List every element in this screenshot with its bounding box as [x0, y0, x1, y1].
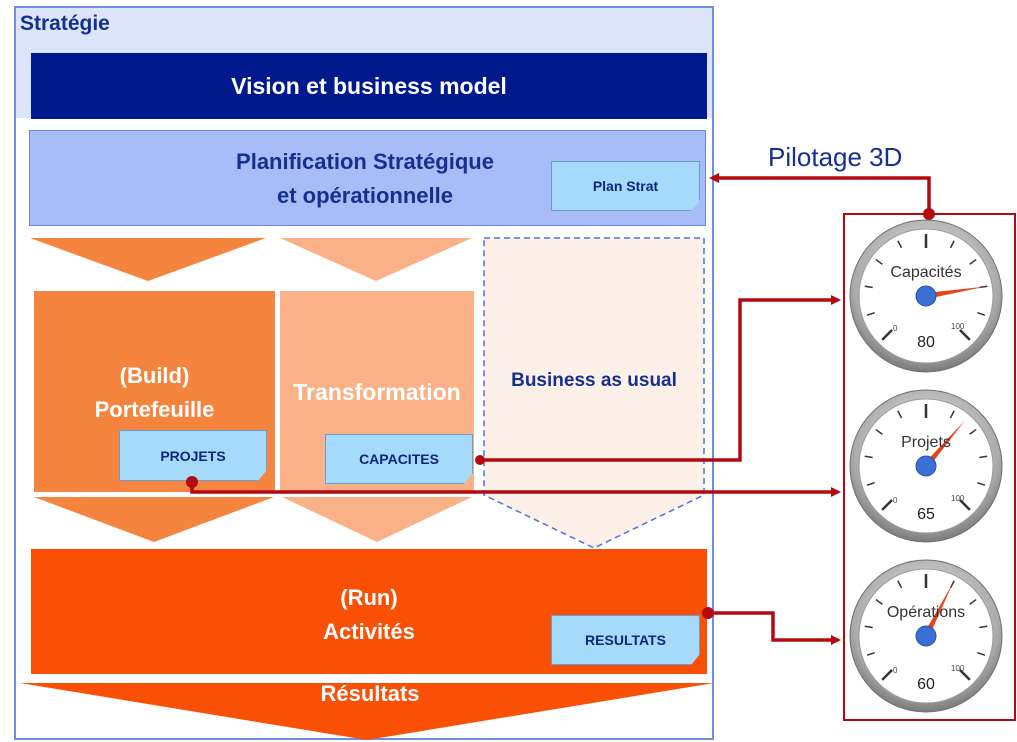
gauge-tick — [977, 651, 986, 656]
gauge-tick — [969, 428, 977, 435]
gauge-tick — [864, 625, 873, 629]
plan-strat-note-label: Plan Strat — [592, 178, 659, 194]
gauge-operations — [849, 559, 1003, 713]
gauge-tick — [949, 410, 955, 419]
gauge-needle — [923, 582, 954, 638]
plan-strat-note: Plan Strat — [551, 161, 700, 211]
gauge-projets-label: Projets — [901, 434, 951, 451]
business-as-usual-label: Business as usual — [511, 370, 677, 391]
gauge-needle — [923, 420, 965, 468]
gauge-tick — [875, 428, 883, 435]
gauge-tick — [979, 455, 988, 459]
results-label: Résultats — [320, 681, 420, 706]
gauge-hub — [915, 455, 937, 477]
gauge-operations-max: 100 — [951, 664, 965, 673]
gauge-tick — [969, 258, 977, 265]
run-line1: (Run) — [340, 585, 398, 610]
gauge-tick — [866, 311, 875, 316]
pilotage-title: Pilotage 3D — [768, 142, 903, 172]
vision-box: Vision et business model — [31, 53, 707, 119]
gauge-hub — [915, 285, 937, 307]
gauge-operations-value: 60 — [917, 676, 935, 693]
gauge-capacites-value: 80 — [917, 334, 935, 351]
gauge-tick — [979, 625, 988, 629]
gauge-projets-value: 65 — [917, 506, 935, 523]
connector-dot-resultats — [702, 607, 714, 619]
gauge-tick — [864, 455, 873, 459]
arrow-down-build — [30, 238, 266, 281]
gauge-tick — [969, 598, 977, 605]
gauge-capacites — [849, 219, 1003, 373]
connector-plan-strat — [709, 173, 931, 214]
strategy-title: Stratégie — [20, 12, 110, 35]
connector-dot-capacites — [475, 455, 485, 465]
gauge-projets-max: 100 — [951, 494, 965, 503]
resultats-note-label: RESULTATS — [585, 632, 666, 648]
gauge-tick — [977, 311, 986, 316]
capacites-note: CAPACITES — [325, 434, 473, 484]
connector-dot-projets — [186, 476, 198, 488]
gauge-tick — [875, 598, 883, 605]
gauge-tick — [897, 410, 903, 419]
results-arrow — [20, 683, 714, 740]
arrow-down-transformation — [280, 238, 472, 281]
capacites-note-label: CAPACITES — [359, 451, 439, 467]
projets-note-label: PROJETS — [160, 447, 226, 464]
gauge-hub — [915, 625, 937, 647]
planification-line2: et opérationnelle — [276, 183, 454, 208]
connector-resultats — [708, 611, 841, 645]
arrow-down-transformation-bottom — [282, 497, 472, 542]
projets-note: PROJETS — [119, 430, 267, 481]
gauge-tick — [875, 258, 883, 265]
build-line2: Portefeuille — [94, 397, 215, 422]
business-as-usual-box — [483, 237, 705, 549]
gauge-capacites-max: 100 — [951, 322, 965, 331]
gauge-tick — [897, 240, 903, 249]
gauge-projets — [849, 389, 1003, 543]
gauge-capacites-min: 0 — [893, 324, 898, 333]
gauge-tick — [881, 669, 893, 681]
vision-label: Vision et business model — [231, 72, 507, 99]
gauge-tick — [977, 481, 986, 486]
run-line2: Activités — [323, 619, 415, 644]
gauge-tick — [959, 329, 971, 341]
gauge-tick — [959, 669, 971, 681]
planification-line1: Planification Stratégique — [236, 149, 494, 174]
gauge-capacites-label: Capacités — [890, 264, 962, 281]
transformation-label: Transformation — [293, 379, 461, 405]
resultats-note: RESULTATS — [551, 615, 700, 665]
gauge-tick — [881, 329, 893, 341]
build-line1: (Build) — [119, 363, 190, 388]
gauge-tick — [959, 499, 971, 511]
connector-dot-plan-strat — [923, 208, 935, 220]
gauge-operations-min: 0 — [893, 666, 898, 675]
gauge-tick — [881, 499, 893, 511]
gauge-projets-min: 0 — [893, 496, 898, 505]
gauge-operations-label: Opérations — [886, 604, 966, 621]
gauge-needle — [925, 286, 986, 299]
gauge-tick — [866, 481, 875, 486]
gauge-tick — [864, 285, 873, 289]
connector-capacites — [480, 295, 841, 462]
gauge-tick — [897, 580, 903, 589]
gauge-tick — [949, 240, 955, 249]
arrow-down-build-bottom — [34, 497, 274, 542]
gauge-tick — [866, 651, 875, 656]
build-box: (Build) Portefeuille — [34, 291, 275, 492]
